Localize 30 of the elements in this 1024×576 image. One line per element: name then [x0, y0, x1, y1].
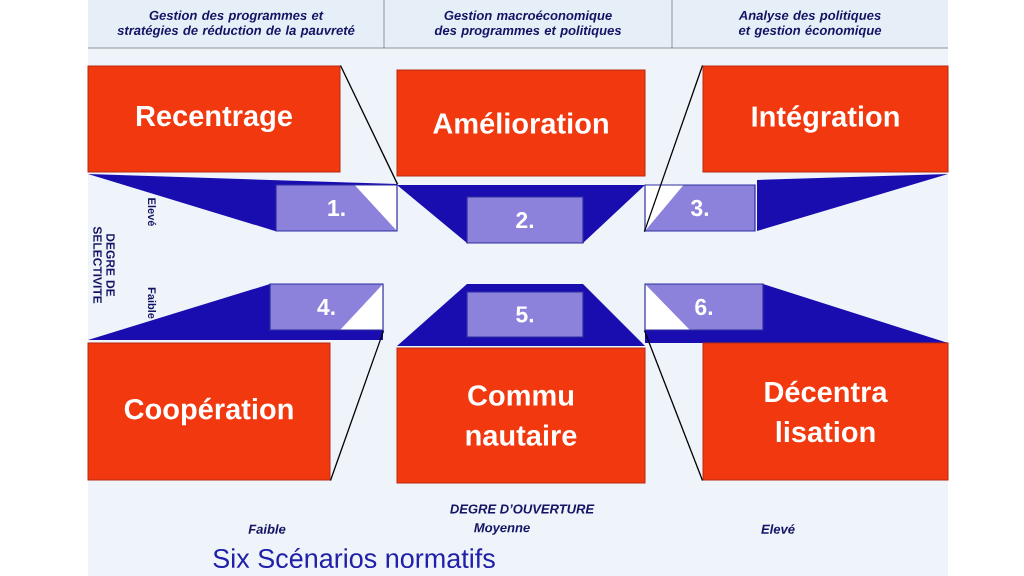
connector-line: [643, 329, 704, 482]
axis-value: Faible: [248, 524, 286, 534]
scenario-box: Recentrage: [87, 65, 341, 173]
scenario-box: Coopération: [87, 342, 331, 481]
number-box: 2.: [466, 196, 584, 244]
node-label: Gestion macroéconomique des programmes et politiques: [434, 10, 622, 38]
number-box: 4.: [269, 283, 384, 331]
scenario-box: Décentra lisation: [702, 342, 949, 481]
connector-line: [329, 329, 385, 482]
connector-line: [643, 64, 704, 233]
node-label: Gestion des programmes et stratégies de réduction de la pauvreté: [117, 10, 355, 38]
number-box: 5.: [466, 291, 584, 338]
connector-line: [339, 64, 399, 186]
axis-value: Moyenne: [474, 523, 530, 535]
header-cell: Analyse des politiques et gestion économique: [672, 0, 948, 48]
axis-value: Elevé: [147, 198, 157, 226]
header-cell: Gestion macroéconomique des programmes et politiques: [384, 0, 672, 48]
node-label: Analyse des politiques et gestion économique: [738, 10, 882, 38]
number-box: 6.: [644, 283, 764, 331]
scenario-box: Amélioration: [396, 69, 646, 177]
title: Six Scénarios normatifs: [213, 547, 495, 569]
axis-value: Faible: [147, 287, 157, 319]
axis-title: DEGRE DE SELECTIVITE: [93, 226, 115, 304]
header-cell: Gestion des programmes et stratégies de réduction de la pauvreté: [88, 0, 384, 48]
axis-value: Elevé: [761, 524, 795, 534]
axis-title: DEGRE D’OUVERTURE: [450, 504, 595, 514]
number-box: 3.: [644, 184, 756, 232]
scenario-box: Commu nautaire: [396, 347, 646, 484]
scenario-box: Intégration: [702, 65, 949, 173]
number-box: 1.: [275, 184, 398, 232]
